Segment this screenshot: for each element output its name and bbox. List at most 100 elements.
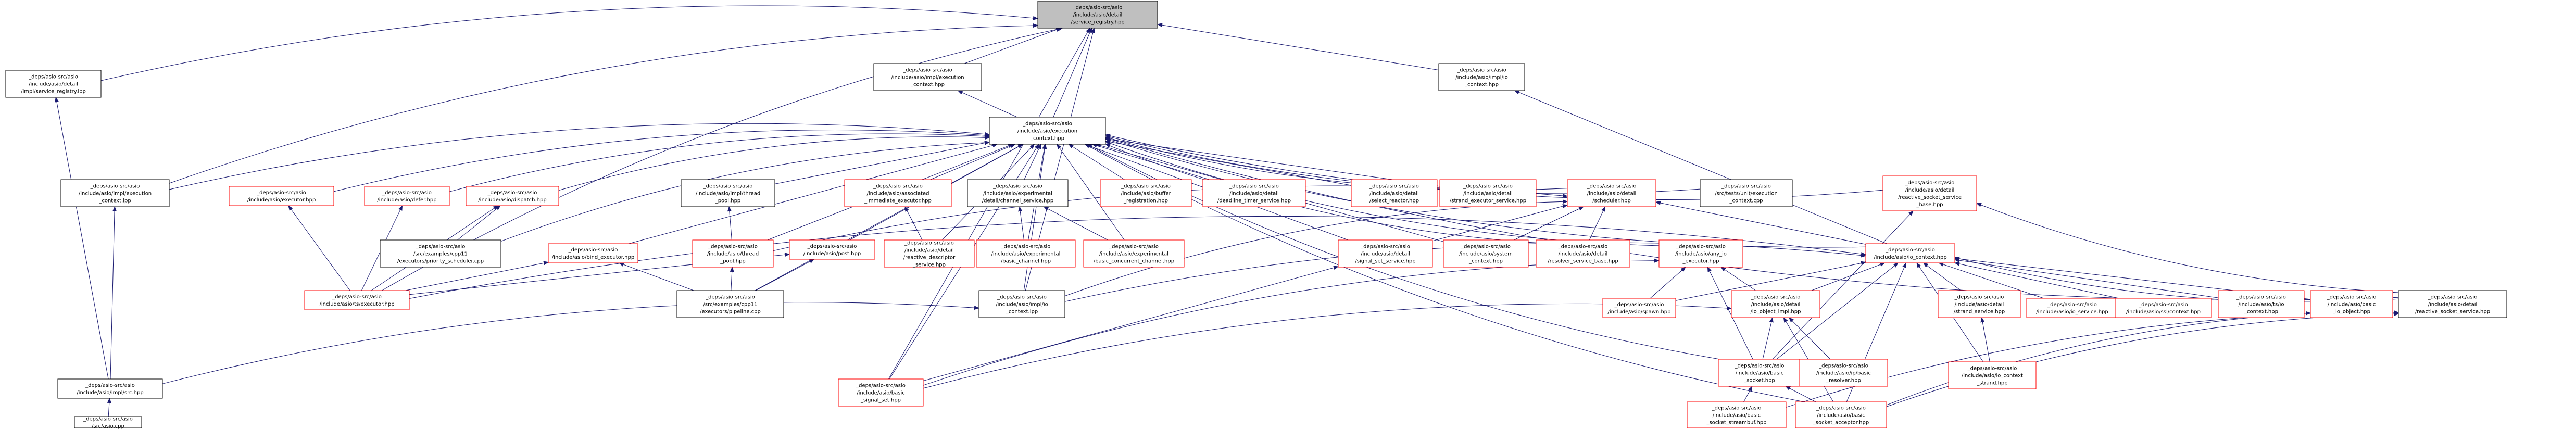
node-label-line: _deps/asio-src/asio — [83, 417, 133, 422]
node-label-line: _deps/asio-src/asio — [1676, 244, 1726, 250]
graph-node[interactable]: _deps/asio-src/asio/include/asio/impl/ex… — [873, 63, 982, 91]
node-label-line: _deps/asio-src/asio — [416, 244, 466, 250]
edge-n19-to-n4 — [500, 140, 990, 242]
edge-n7-to-n4 — [449, 133, 990, 192]
node-label-line: /basic_concurrent_channel.hpp — [1094, 259, 1174, 264]
graph-node[interactable]: _deps/asio-src/asio/include/asio/basic_s… — [838, 378, 924, 407]
node-label-line: /scheduler.hpp — [1592, 198, 1631, 204]
graph-node[interactable]: _deps/asio-src/asio/include/asio/impl/io… — [978, 290, 1065, 318]
graph-node[interactable]: _deps/asio-src/asio/src/tests/unit/execu… — [1700, 179, 1793, 207]
graph-node[interactable]: _deps/asio-src/asio/include/asio/executo… — [229, 186, 334, 206]
graph-node[interactable]: _deps/asio-src/asio/include/asio/detail/… — [5, 70, 102, 98]
graph-node[interactable]: _deps/asio-src/asio/include/asio/experim… — [1083, 239, 1185, 268]
graph-node[interactable]: _deps/asio-src/asio/include/asio/impl/sr… — [57, 378, 163, 399]
graph-node[interactable]: _deps/asio-src/asio/include/asio/detail/… — [1202, 179, 1306, 207]
node-label-line: _deps/asio-src/asio — [1712, 406, 1762, 411]
node-label-line: _socket.hpp — [1743, 378, 1775, 384]
graph-node[interactable]: _deps/asio-src/asio/include/asio/buffer_… — [1100, 179, 1192, 207]
edge-n26-to-n16 — [1514, 206, 1584, 241]
node-box — [1795, 401, 1887, 428]
edge-n6-to-n4 — [333, 130, 990, 192]
node-box — [380, 239, 501, 268]
graph-node[interactable]: _deps/asio-src/asio/include/asio/system_… — [1443, 239, 1529, 268]
graph-node[interactable]: _deps/asio-src/asio/include/asio/ssl/con… — [2115, 298, 2212, 318]
graph-node[interactable]: _deps/asio-src/asio/include/asio/detail/… — [1439, 179, 1537, 207]
graph-node[interactable]: _deps/asio-src/asio/include/asio/io_cont… — [1948, 361, 2037, 389]
graph-node[interactable]: _deps/asio-src/asio/include/asio/detail/… — [1882, 175, 1977, 211]
node-box — [1700, 179, 1793, 207]
graph-node[interactable]: _deps/asio-src/asio/include/asio/detail/… — [1731, 290, 1820, 318]
node-box — [967, 179, 1069, 207]
graph-node[interactable]: _deps/asio-src/asio/include/asio/associa… — [844, 179, 952, 207]
node-label-line: _executor.hpp — [1682, 259, 1719, 264]
edge-n11-to-n4 — [1024, 144, 1041, 180]
graph-node[interactable]: _deps/asio-src/asio/include/asio/post.hp… — [789, 239, 875, 260]
edge-n27-to-n4 — [1105, 144, 1537, 243]
graph-node[interactable]: _deps/asio-src/asio/include/asio/basic_s… — [1795, 401, 1887, 428]
graph-node[interactable]: _deps/asio-src/asio/include/asio/any_io_… — [1658, 239, 1743, 268]
node-label-line: /include/asio/impl/execution — [891, 75, 964, 81]
node-box — [1718, 359, 1801, 387]
graph-node[interactable]: _deps/asio-src/asio/include/asio/ip/basi… — [1799, 359, 1888, 387]
node-label-line: /executors/pipeline.cpp — [700, 309, 761, 315]
graph-node[interactable]: _deps/asio-src/asio/include/asio/ts/exec… — [304, 290, 410, 310]
graph-node[interactable]: _deps/asio-src/asio/include/asio/ts/io_c… — [2218, 290, 2305, 318]
graph-node[interactable]: _deps/asio-src/asio/include/asio/detail/… — [1338, 239, 1433, 268]
node-box — [838, 378, 924, 407]
node-box — [1443, 239, 1529, 268]
node-box — [229, 186, 334, 206]
edge-n27-to-n16 — [1589, 206, 1606, 241]
graph-node[interactable]: _deps/asio-src/asio/include/asio/impl/th… — [681, 179, 775, 207]
node-label-line: /include/asio/execution — [1017, 129, 1077, 134]
node-label-line: _deps/asio-src/asio — [1818, 363, 1868, 369]
node-label-line: /include/asio/dispatch.hpp — [478, 197, 546, 203]
node-label-line: _deps/asio-src/asio — [382, 190, 432, 196]
graph-node[interactable]: _deps/asio-src/asio/include/asio/impl/io… — [1438, 63, 1525, 91]
node-label-line: _deps/asio-src/asio — [902, 68, 952, 73]
node-label-line: _signal_set.hpp — [860, 398, 901, 403]
node-box — [1865, 243, 1955, 263]
graph-node[interactable]: _deps/asio-src/asio/src/asio.cpp — [74, 416, 142, 429]
graph-node[interactable]: _deps/asio-src/asio/include/asio/detail/… — [884, 239, 975, 268]
edge-n1-to-n0 — [100, 5, 1038, 81]
node-box — [1202, 179, 1306, 207]
graph-node[interactable]: _deps/asio-src/asio/include/asio/executi… — [989, 117, 1106, 145]
graph-node[interactable]: _deps/asio-src/asio/include/asio/experim… — [976, 239, 1076, 268]
node-box — [1037, 1, 1158, 29]
graph-node[interactable]: _deps/asio-src/asio/include/asio/thread_… — [692, 239, 774, 268]
node-label-line: /include/asio/thread — [707, 251, 759, 257]
graph-node[interactable]: _deps/asio-src/asio/include/asio/impl/ex… — [60, 179, 170, 207]
graph-node[interactable]: _deps/asio-src/asio/include/asio/experim… — [967, 179, 1069, 207]
graph-node[interactable]: _deps/asio-src/asio/include/asio/io_cont… — [1865, 243, 1955, 263]
graph-node[interactable]: _deps/asio-src/asio/include/asio/io_serv… — [2026, 298, 2118, 318]
graph-node[interactable]: _deps/asio-src/asio/include/asio/detail/… — [1938, 290, 2021, 318]
node-box — [1567, 179, 1656, 207]
graph-node[interactable]: _deps/asio-src/asio/include/asio/defer.h… — [364, 186, 450, 206]
edge-n4-to-n0 — [1053, 28, 1092, 118]
node-label-line: _deps/asio-src/asio — [2138, 302, 2188, 308]
edge-n5-to-n4 — [169, 123, 990, 190]
graph-node[interactable]: _deps/asio-src/asio/include/asio/spawn.h… — [1602, 298, 1676, 318]
node-label-line: _resolver.hpp — [1826, 378, 1861, 384]
node-box — [5, 70, 102, 98]
graph-node[interactable]: _deps/asio-src/asio/src/examples/cpp11/e… — [676, 290, 784, 318]
graph-node[interactable]: _deps/asio-src/asio/include/asio/basic_s… — [1687, 401, 1787, 428]
graph-node[interactable]: _deps/asio-src/asio/include/asio/detail/… — [1536, 239, 1630, 268]
graph-node[interactable]: _deps/asio-src/asio/include/asio/detail/… — [1567, 179, 1656, 207]
edge-n41-to-n18 — [1976, 203, 2399, 293]
node-box — [976, 239, 1076, 268]
edge-n29-to-n16 — [1655, 200, 1866, 245]
node-label-line: /include/asio/spawn.hpp — [1608, 309, 1671, 315]
graph-node[interactable]: _deps/asio-src/asio/include/asio/basic_i… — [2310, 290, 2393, 318]
node-label-line: _deps/asio-src/asio — [1905, 180, 1955, 186]
node-label-line: _deps/asio-src/asio — [856, 383, 906, 389]
graph-node[interactable]: _deps/asio-src/asio/include/asio/dispatc… — [466, 186, 559, 206]
node-label-line: _deps/asio-src/asio — [90, 184, 140, 190]
graph-node[interactable]: _deps/asio-src/asio/include/asio/detail/… — [2398, 290, 2507, 318]
graph-node[interactable]: _deps/asio-src/asio/include/asio/basic_s… — [1718, 359, 1801, 387]
graph-node[interactable]: _deps/asio-src/asio/include/asio/detail/… — [1351, 179, 1438, 207]
graph-node[interactable]: _deps/asio-src/asio/include/asio/bind_ex… — [548, 243, 638, 263]
node-label-line: /include/asio/basic — [1817, 413, 1865, 419]
graph-node[interactable]: _deps/asio-src/asio/src/examples/cpp11/e… — [380, 239, 501, 268]
node-label-line: /include/asio/buffer — [1121, 191, 1171, 197]
